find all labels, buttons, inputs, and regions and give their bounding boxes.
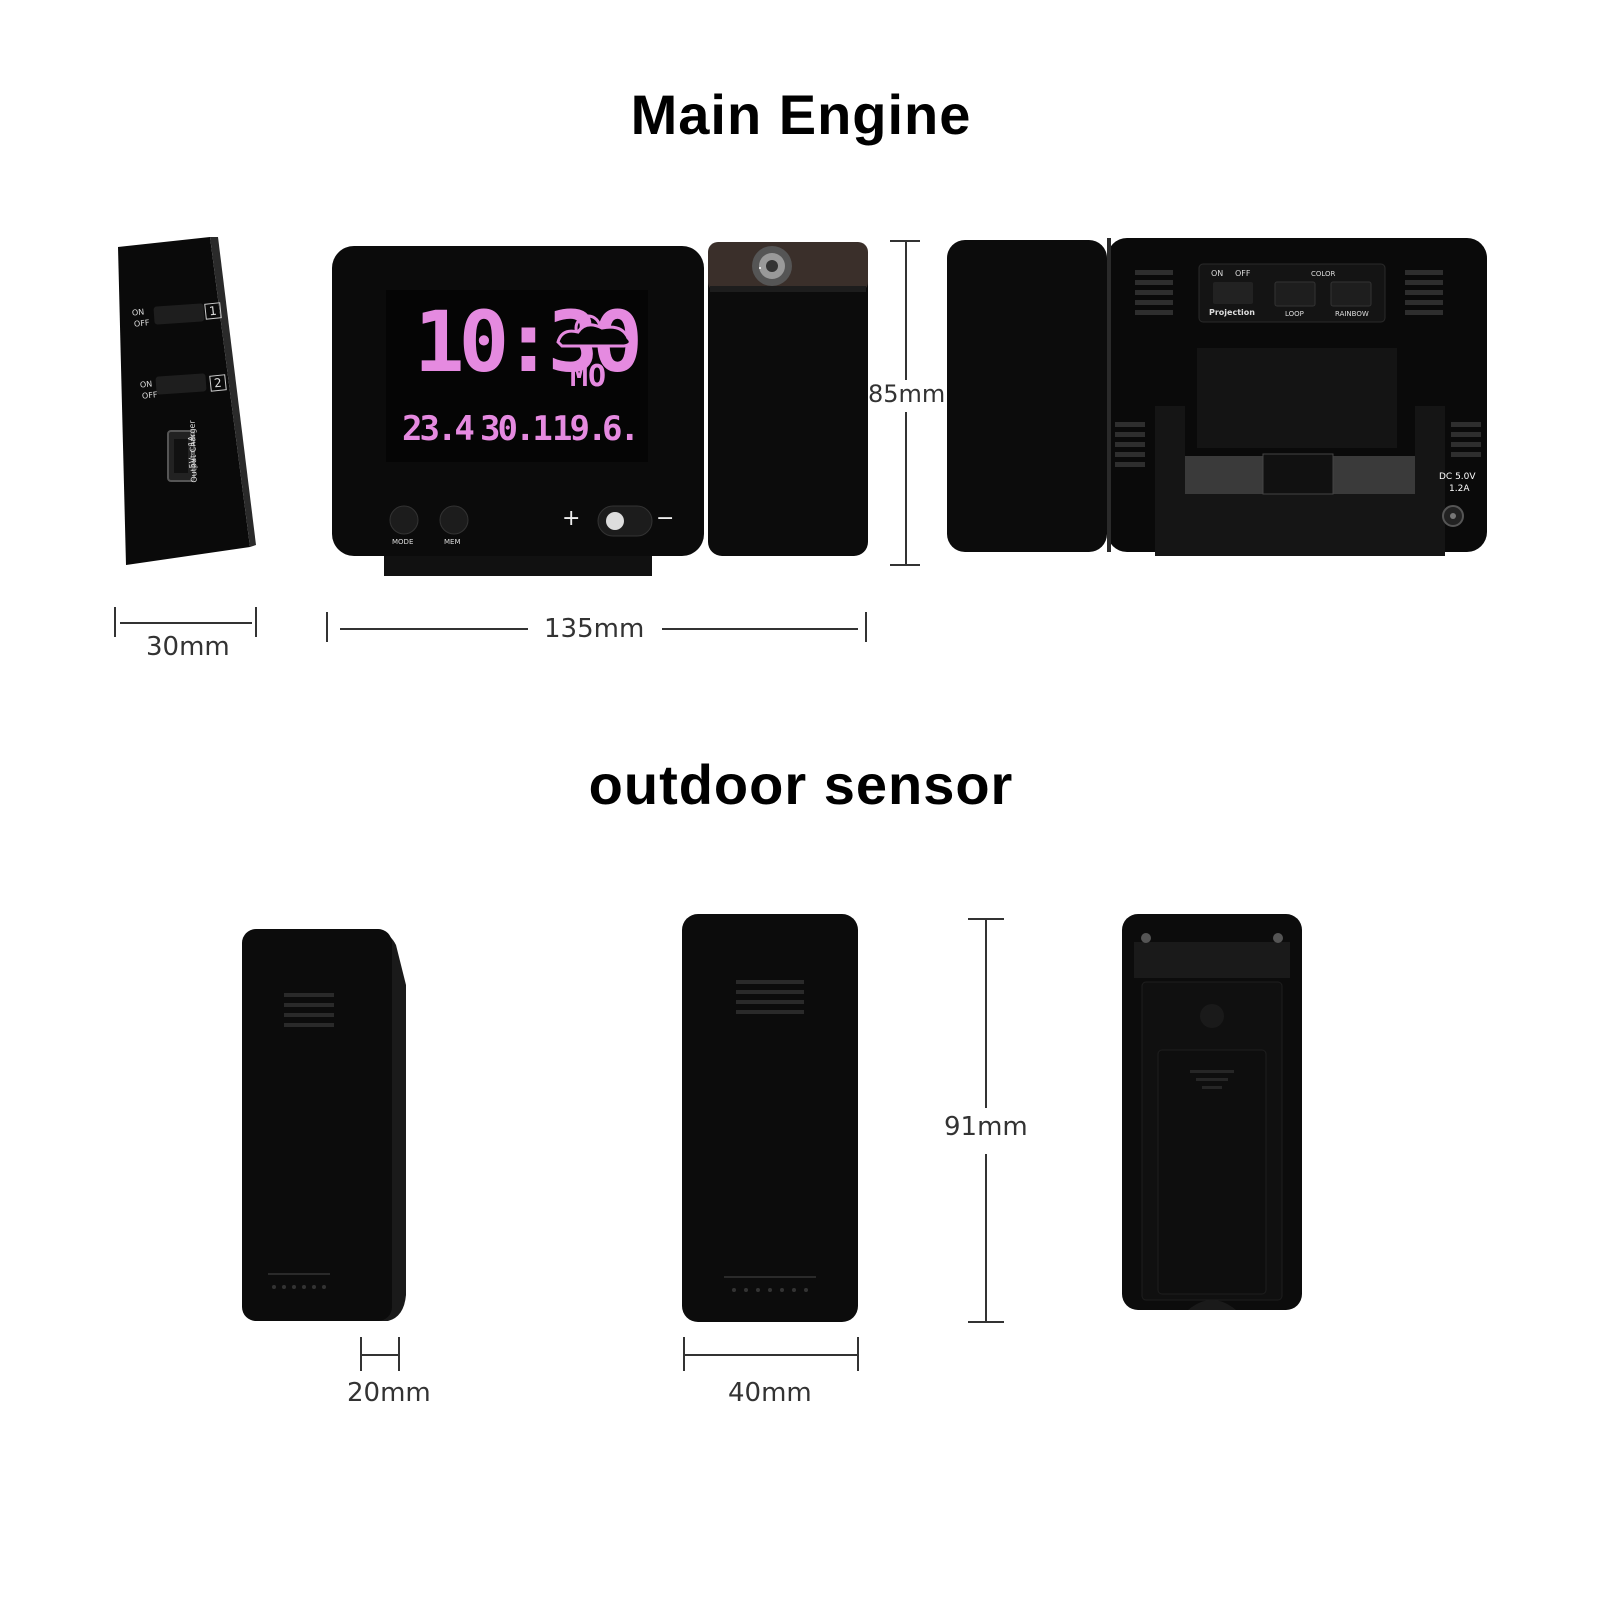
sensor-angled-view [238,925,413,1325]
main-engine-title: Main Engine [630,83,972,146]
loop-label: LOOP [1285,310,1304,318]
front-body-shape [332,242,868,576]
sensor-depth-line [360,1354,400,1356]
lcd-date: 19. [552,409,607,449]
dc-voltage-label: DC 5.0V [1439,472,1476,482]
sensor-height-tick-bottom [968,1321,1004,1323]
side-switch2-off: OFF [141,390,158,401]
alarm1-icon: 1 [204,302,222,320]
height-dim-tick-bottom [890,564,920,566]
depth-dim-tick-left [114,607,116,637]
sensor-back-shape [1122,914,1302,1310]
main-height-label: 85mm [868,380,946,408]
sensor-depth-label: 20mm [347,1378,431,1408]
lcd-month: 6. [602,409,640,449]
main-depth-label: 30mm [146,632,230,662]
outdoor-sensor-title: outdoor sensor [588,753,1014,816]
rainbow-label: RAINBOW [1335,310,1369,318]
color-label: COLOR [1311,270,1336,278]
width-dim-tick-right [865,612,867,642]
width-dim-line-right [662,628,858,630]
height-dim-line-top [905,240,907,380]
width-dim-line-left [340,628,528,630]
side-body-shape [118,237,256,565]
sensor-front-view [680,912,860,1324]
side-switch1-off: OFF [133,318,150,329]
lcd-indoor-temp: 23.4 [402,409,475,449]
back-switch-on: ON [1211,269,1224,278]
mem-button-label: MEM [444,538,461,546]
projection-label: Projection [1209,308,1255,317]
lcd-day: MO [570,359,607,394]
sensor-angled-shape [242,929,406,1321]
sensor-width-line [683,1354,859,1356]
depth-dim-tick-right [255,607,257,637]
sensor-front-shape [682,914,858,1322]
alarm2-icon: 2 [209,374,227,392]
height-dim-line-bottom [905,412,907,564]
plus-symbol: + [562,506,581,531]
side-switch1-on: ON [131,307,145,318]
sensor-height-label: 91mm [944,1112,1028,1142]
partly-cloudy-icon [556,314,632,348]
depth-dim-line [120,622,252,624]
sensor-height-line-bottom [985,1154,987,1322]
width-dim-tick-left [326,612,328,642]
sensor-width-label: 40mm [728,1378,812,1408]
main-width-label: 135mm [544,614,645,644]
side-switch2-on: ON [139,379,153,390]
main-engine-front-view: 10:30 MO 23.4 30.1 19. 6. MODE MEM + − [330,238,870,583]
dc-current-label: 1.2A [1449,484,1470,494]
sensor-depth-tick-right [398,1337,400,1371]
back-switch-off: OFF [1235,269,1251,278]
back-body-shape [947,238,1487,556]
side-charger-rating: 5V ⎓ 1A [186,435,197,469]
minus-symbol: − [656,506,675,531]
sensor-height-line-top [985,918,987,1108]
main-engine-back-view: ON OFF Projection COLOR LOOP RAINBOW DC … [945,236,1490,566]
sensor-width-tick-right [857,1337,859,1371]
main-engine-side-view: ON OFF 1 ON OFF 2 Output Charger 5V ⎓ 1A [110,235,256,570]
lcd-outdoor-temp: 30.1 [480,409,553,449]
sensor-back-view [1120,912,1305,1324]
mode-button-label: MODE [392,538,414,546]
